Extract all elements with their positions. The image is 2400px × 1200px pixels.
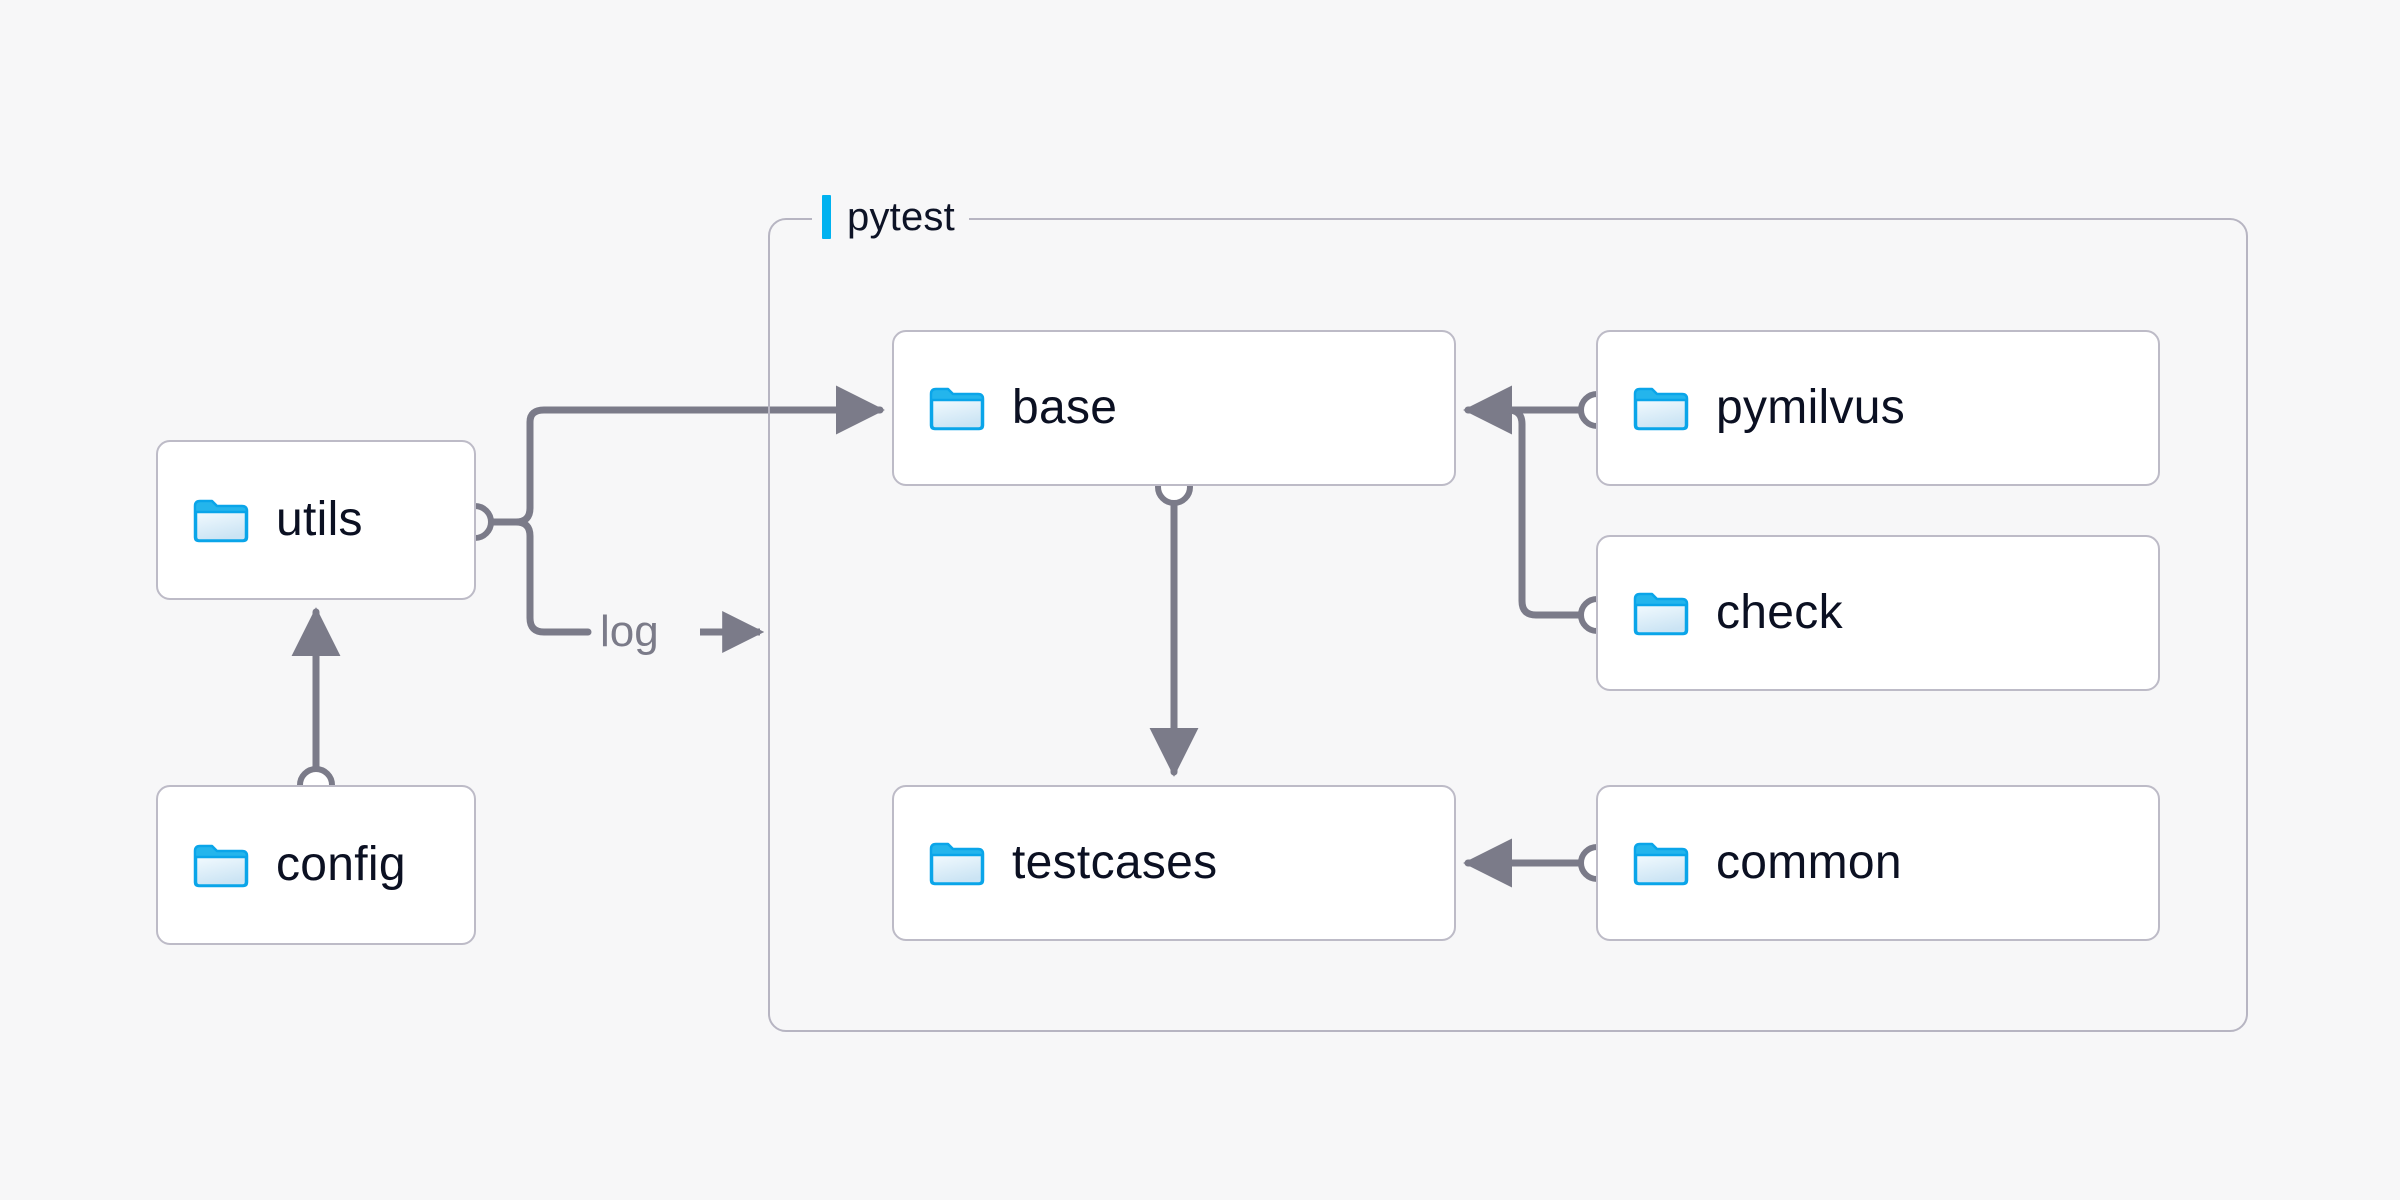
edge-label-log: log — [600, 607, 659, 656]
pytest-group-label: pytest — [812, 190, 969, 244]
folder-icon — [1633, 592, 1689, 636]
node-check[interactable]: check — [1596, 535, 2160, 691]
node-base[interactable]: base — [892, 330, 1456, 486]
node-pymilvus[interactable]: pymilvus — [1596, 330, 2160, 486]
node-label: common — [1716, 836, 1902, 889]
folder-icon — [929, 387, 985, 431]
node-label: config — [276, 838, 406, 891]
node-testcases[interactable]: testcases — [892, 785, 1456, 941]
node-label: utils — [276, 493, 363, 546]
folder-icon — [929, 842, 985, 886]
folder-icon — [193, 844, 249, 888]
node-common[interactable]: common — [1596, 785, 2160, 941]
node-label: pymilvus — [1716, 381, 1906, 434]
folder-icon — [1633, 842, 1689, 886]
node-label: base — [1012, 381, 1118, 434]
folder-icon — [193, 499, 249, 543]
node-utils[interactable]: utils — [156, 440, 476, 600]
node-label: check — [1716, 586, 1843, 639]
group-title: pytest — [847, 194, 955, 239]
pytest-group-container[interactable] — [768, 218, 2248, 1032]
node-config[interactable]: config — [156, 785, 476, 945]
folder-icon — [1633, 387, 1689, 431]
node-label: testcases — [1012, 836, 1218, 889]
accent-bar-icon — [822, 195, 831, 239]
